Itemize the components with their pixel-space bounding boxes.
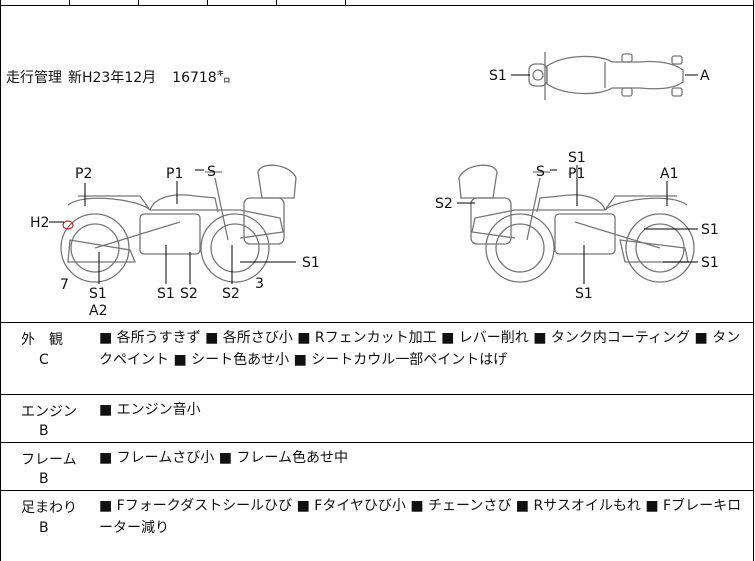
notes-engine: ■ エンジン音小 <box>99 402 201 418</box>
top-view-motorcycle <box>528 52 684 100</box>
distance-value: 16718㌔ <box>172 70 231 86</box>
registration-date: 新H23年12月 <box>68 70 157 86</box>
category-frame: フレーム <box>21 452 77 468</box>
label-top-a: A <box>700 68 710 84</box>
category-engine: エンジン <box>21 404 77 420</box>
label-left-7: 7 <box>60 277 69 293</box>
top-table-edge <box>0 0 754 6</box>
category-suspension: 足まわり <box>21 500 77 516</box>
label-left-s1-center: S1 <box>157 286 175 302</box>
label-right-p1: P1 <box>568 166 585 182</box>
label-left-s2-rear: S2 <box>222 286 240 302</box>
notes-suspension: ■ Fフォークダストシールひび ■ Fタイヤひび小 ■ チェーンさび ■ Rサス… <box>99 498 742 536</box>
inspection-row-suspension: 足まわり B ■ Fフォークダストシールひび ■ Fタイヤひび小 ■ チェーンさ… <box>0 490 754 561</box>
label-left-p2: P2 <box>75 166 92 182</box>
label-left-h2: H2 <box>30 215 49 231</box>
notes-frame: ■ フレームさび小 ■ フレーム色あせ中 <box>99 450 348 466</box>
mileage-label: 走行管理 <box>6 70 62 86</box>
inspection-row-engine: エンジン B ■ エンジン音小 <box>0 394 754 442</box>
mileage-info: 走行管理新H23年12月 16718㌔ <box>6 67 237 87</box>
label-left-p1: P1 <box>166 166 183 182</box>
grade-frame: B <box>39 471 49 487</box>
inspection-row-exterior: 外 観 C ■ 各所うすきず ■ 各所さび小 ■ Rフェンカット加工 ■ レバー… <box>0 322 754 394</box>
label-left-3: 3 <box>255 276 264 292</box>
label-left-a2: A2 <box>89 303 107 319</box>
label-left-s1-rear: S1 <box>302 255 320 271</box>
grade-engine: B <box>39 423 49 439</box>
grade-exterior: C <box>39 352 49 368</box>
label-right-s2: S2 <box>435 196 453 212</box>
motorcycle-diagram: S1 A <box>30 52 719 319</box>
grade-suspension: B <box>39 520 49 536</box>
inspection-row-frame: フレーム B ■ フレームさび小 ■ フレーム色あせ中 <box>0 442 754 490</box>
category-exterior: 外 観 <box>21 332 63 348</box>
label-right-a1: A1 <box>660 166 678 182</box>
left-side-motorcycle <box>60 164 297 283</box>
label-right-s1-wheel: S1 <box>701 255 719 271</box>
label-right-s1-fork: S1 <box>701 222 719 238</box>
right-side-motorcycle <box>458 164 695 283</box>
damage-marker <box>62 220 74 230</box>
label-top-s1: S1 <box>489 68 507 84</box>
notes-exterior: ■ 各所うすきず ■ 各所さび小 ■ Rフェンカット加工 ■ レバー削れ ■ タ… <box>99 330 741 368</box>
label-right-s: S <box>536 164 545 180</box>
inspection-table: 外 観 C ■ 各所うすきず ■ 各所さび小 ■ Rフェンカット加工 ■ レバー… <box>0 322 755 561</box>
label-left-s1-front: S1 <box>89 286 107 302</box>
diagram-section <box>0 6 754 322</box>
label-left-s: S <box>207 164 216 180</box>
label-right-s1-engine: S1 <box>575 286 593 302</box>
label-right-s1-top: S1 <box>568 150 586 166</box>
label-left-s2-center: S2 <box>180 286 198 302</box>
